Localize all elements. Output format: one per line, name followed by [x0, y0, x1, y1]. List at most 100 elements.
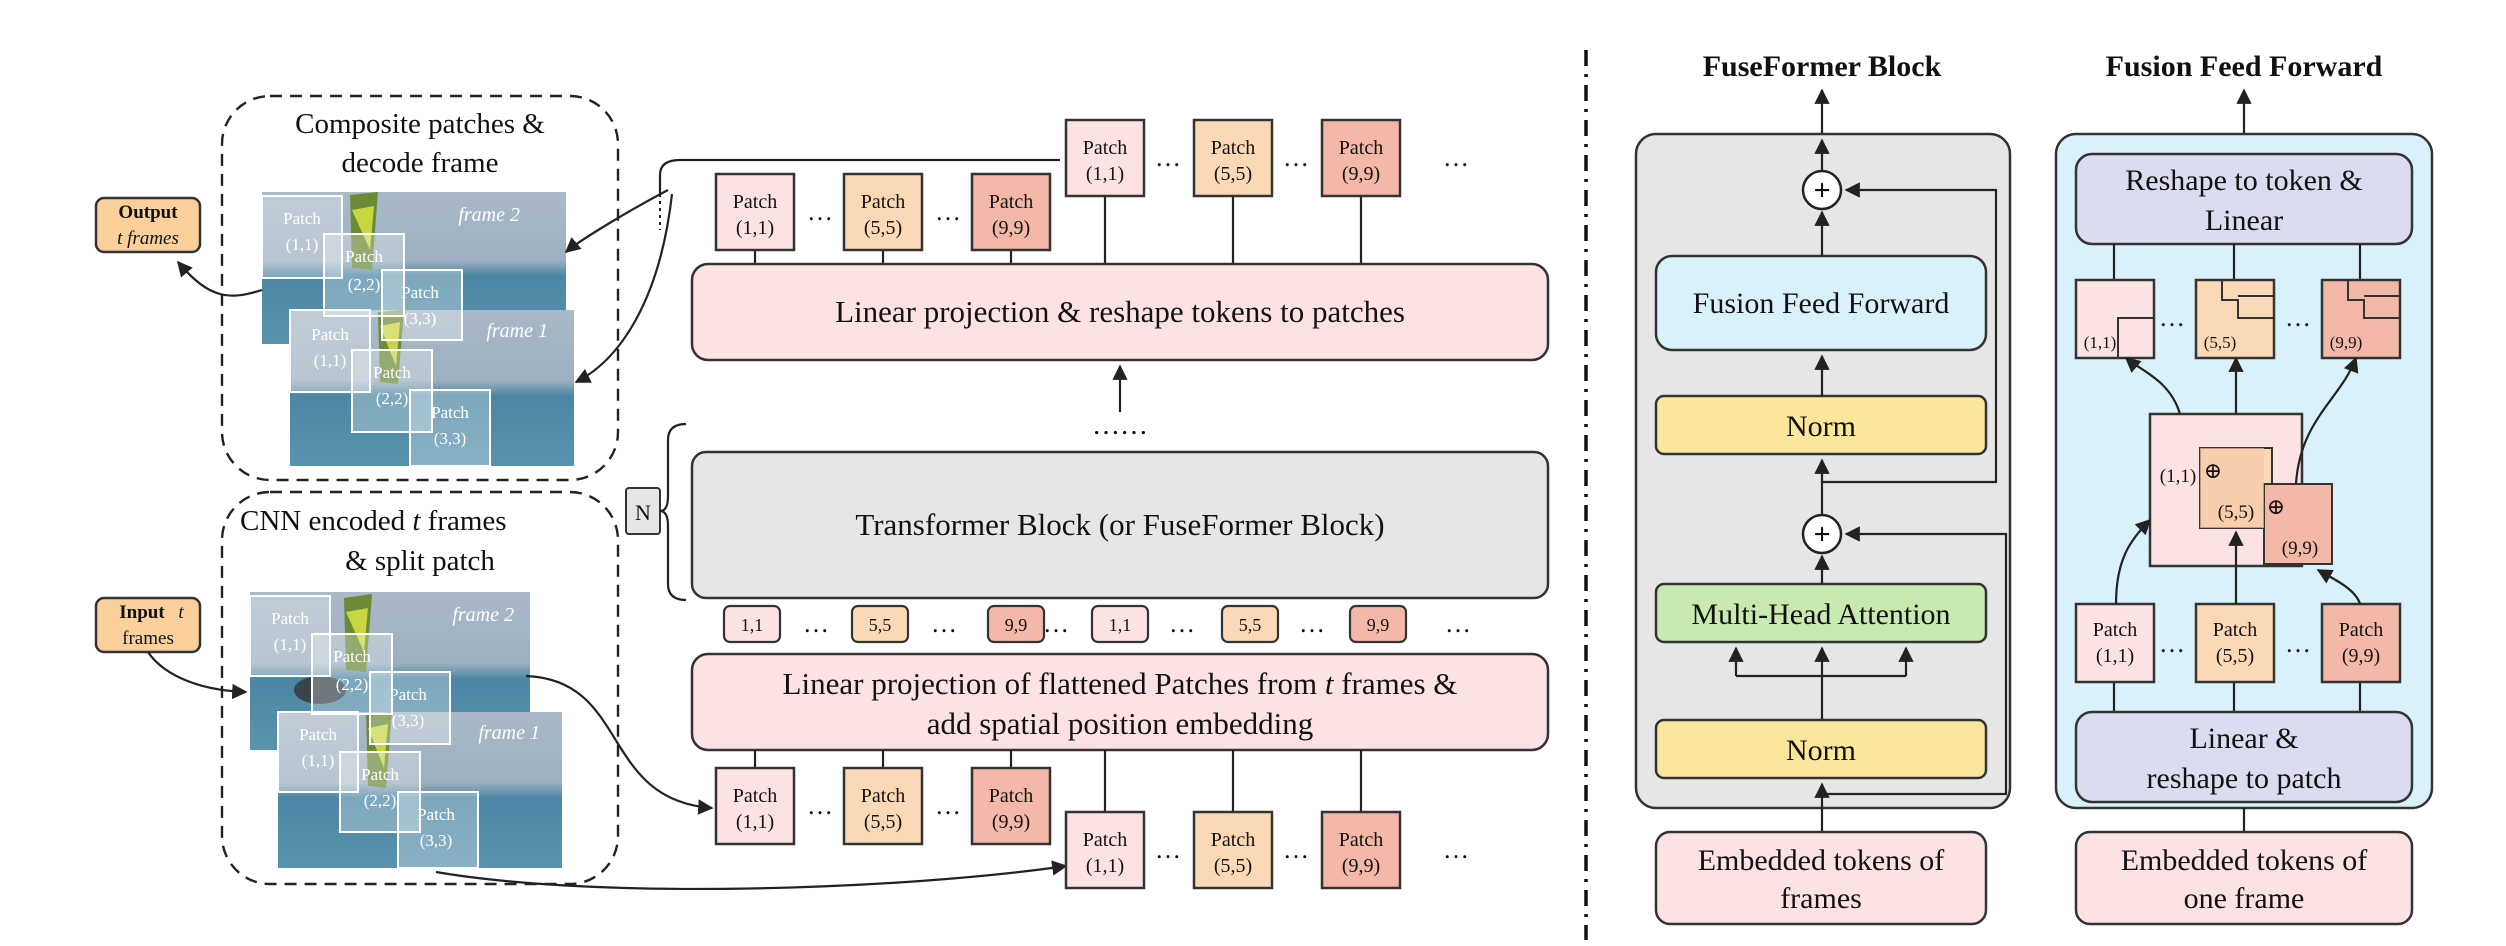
token-6 — [1348, 604, 1408, 644]
svg-text:Patch: Patch — [299, 725, 337, 744]
svg-text:frames: frames — [122, 628, 174, 649]
token-1 — [722, 604, 782, 644]
ff-input-patch-id: (9,9) — [2342, 645, 2380, 667]
token-label: 5,5 — [869, 615, 892, 635]
token-5 — [1220, 604, 1280, 644]
svg-text:(1,1): (1,1) — [286, 235, 319, 254]
composite-title-line2: decode frame — [342, 147, 499, 179]
arrow-patch-11-to-overlap — [2114, 518, 2152, 605]
svg-text:(9,9): (9,9) — [2282, 538, 2318, 559]
top-front-patch-1 — [714, 172, 796, 252]
connector-top-patch-row — [658, 158, 1060, 196]
top-back-dots: … — [1283, 143, 1309, 172]
arrow-overlap-to-patch-99 — [2294, 356, 2359, 485]
linear-projection-flattened-line1: Linear projection of flattened Patches f… — [783, 666, 1458, 701]
composite-region — [220, 94, 620, 482]
bottom-front-patch-2 — [842, 766, 924, 846]
svg-text:Patch: Patch — [283, 209, 321, 228]
token-3 — [986, 604, 1046, 644]
ff-input-patch-id: (1,1) — [2096, 645, 2134, 667]
bottom-front-patch-word: Patch — [989, 785, 1033, 807]
arrow-patches-to-frame1 — [574, 193, 674, 383]
top-back-patch-3 — [1320, 118, 1402, 198]
ff-split-patch-id: (5,5) — [2204, 333, 2237, 352]
svg-text:(5,5): (5,5) — [2218, 502, 2254, 523]
reshape-to-token-box — [2074, 152, 2414, 246]
token-label: 9,9 — [1005, 615, 1028, 635]
svg-text:t frames: t frames — [117, 228, 179, 249]
ff-input-patch-word: Patch — [2093, 619, 2137, 641]
top-back-dots: … — [1155, 143, 1181, 172]
ff-split-dots: … — [2285, 303, 2311, 332]
bottom-back-patch-id: (5,5) — [1214, 855, 1252, 877]
bottom-patch-row-back: Patch(1,1)Patch(5,5)Patch(9,9)……… — [1064, 750, 1469, 890]
bottom-back-patch-2 — [1192, 810, 1274, 890]
top-front-patch-word: Patch — [861, 191, 905, 213]
arrow-patches-to-frame2 — [564, 189, 669, 254]
ff-input-dots: … — [2159, 629, 2185, 658]
bottom-front-patch-word: Patch — [861, 785, 905, 807]
top-front-patch-3 — [970, 172, 1052, 252]
arrow-from-input — [147, 651, 248, 700]
bottom-front-patch-id: (1,1) — [736, 811, 774, 833]
ff-input-dots: … — [2285, 629, 2311, 658]
bottom-front-patch-id: (5,5) — [864, 811, 902, 833]
token-label: 5,5 — [1239, 615, 1262, 635]
norm-label-top: Norm — [1786, 410, 1856, 443]
svg-text:Output: Output — [118, 202, 178, 223]
cnn-region — [220, 490, 620, 886]
embedded-tokens-frames-line1: Embedded tokens of — [1698, 844, 1945, 877]
token-dots: … — [1169, 609, 1195, 638]
token-dots: … — [1445, 609, 1471, 638]
top-back-patch-1 — [1064, 118, 1146, 198]
ff-split-patch-id: (1,1) — [2084, 333, 2117, 352]
svg-text:Patch: Patch — [401, 283, 439, 302]
top-front-patch-id: (9,9) — [992, 217, 1030, 239]
ff-input-patch-1 — [2074, 602, 2156, 684]
cnn-title-line2: & split patch — [345, 545, 495, 577]
svg-text:(3,3): (3,3) — [420, 831, 453, 850]
top-back-dots-trailing: … — [1443, 143, 1469, 172]
cnn-title-line1: CNN encoded t frames — [240, 505, 507, 537]
top-front-patch-word: Patch — [733, 191, 777, 213]
arrow-patch-99-to-overlap — [2316, 569, 2362, 605]
bottom-front-dots: … — [935, 791, 961, 820]
ff-input-patch-word: Patch — [2213, 619, 2257, 641]
ff-input-patch-3 — [2320, 602, 2402, 684]
linear-projection-reshape-box — [690, 262, 1550, 362]
svg-text:Patch: Patch — [333, 647, 371, 666]
top-front-dots: … — [935, 197, 961, 226]
svg-text:Patch: Patch — [311, 325, 349, 344]
bottom-back-dots: … — [1283, 835, 1309, 864]
svg-text:Patch: Patch — [361, 765, 399, 784]
cnn-patch-overlays: Patch (1,1) Patch (2,2) Patch (3,3) Patc… — [249, 595, 479, 869]
svg-text:Patch: Patch — [345, 247, 383, 266]
svg-text:(1,1): (1,1) — [274, 635, 307, 654]
svg-text:Patch: Patch — [389, 685, 427, 704]
embedded-tokens-one-frame-box — [2074, 830, 2414, 926]
output-frames-label: Output t frames — [94, 196, 202, 254]
ff-split-patch-id: (9,9) — [2330, 333, 2363, 352]
ff-split-dots: … — [2159, 303, 2185, 332]
top-front-patch-word: Patch — [989, 191, 1033, 213]
svg-text:⊕: ⊕ — [2204, 458, 2222, 483]
ff-input-patch-2 — [2194, 602, 2276, 684]
norm-label-bottom: Norm — [1786, 734, 1856, 767]
svg-text:(1,1): (1,1) — [314, 351, 347, 370]
bottom-back-dots-trailing: … — [1443, 835, 1469, 864]
top-front-patch-2 — [842, 172, 924, 252]
linear-projection-flattened-box — [690, 652, 1550, 752]
svg-text:+: + — [1813, 518, 1830, 551]
top-front-patch-id: (1,1) — [736, 217, 774, 239]
top-front-patch-id: (5,5) — [864, 217, 902, 239]
embedded-tokens-frames-box — [1654, 830, 1988, 926]
svg-text:(2,2): (2,2) — [364, 791, 397, 810]
token-label: 9,9 — [1367, 615, 1390, 635]
ff-input-patch-word: Patch — [2339, 619, 2383, 641]
bottom-back-patch-id: (1,1) — [1086, 855, 1124, 877]
top-patch-row-front: Patch (1,1) Patch (5,5) Patch (9,9) … … — [714, 172, 1052, 264]
fuseformer-block-title: FuseFormer Block — [1703, 50, 1942, 83]
residual-path-top — [1822, 182, 1998, 484]
top-front-dots: … — [807, 197, 833, 226]
linear-projection-reshape-label: Linear projection & reshape tokens to pa… — [835, 294, 1405, 329]
